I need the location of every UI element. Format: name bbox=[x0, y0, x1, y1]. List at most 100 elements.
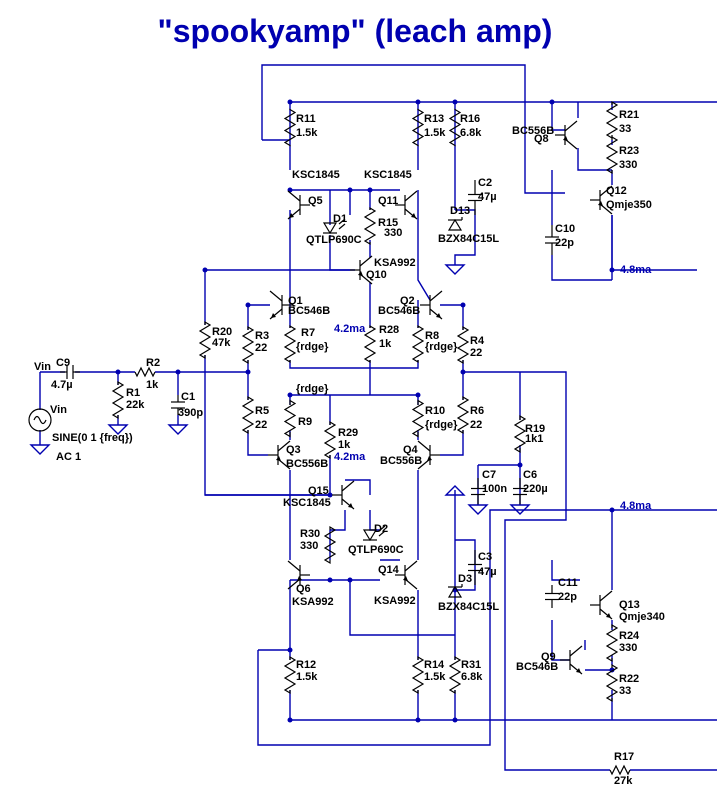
label-R8-value: {rdge} bbox=[425, 341, 458, 353]
resistor-R28 bbox=[363, 324, 377, 364]
resistor-R16 bbox=[448, 108, 462, 147]
label-Q10-name: Q10 bbox=[366, 269, 387, 281]
label-R14-name: R14 bbox=[424, 659, 445, 671]
resistor-R4 bbox=[456, 325, 470, 365]
label-R4-name: R4 bbox=[470, 335, 485, 347]
wire bbox=[454, 209, 476, 265]
net-label-vin: Vin bbox=[34, 361, 51, 373]
label-R12-name: R12 bbox=[296, 659, 316, 671]
resistor-R9 bbox=[283, 399, 297, 438]
label-Q2-value: BC546B bbox=[378, 305, 420, 317]
label-C7-name: C7 bbox=[482, 469, 496, 481]
transistor-Q6 bbox=[287, 560, 310, 590]
label-C7-value: 100n bbox=[482, 483, 507, 495]
label-R16-name: R16 bbox=[460, 113, 480, 125]
label-R7-name: R7 bbox=[301, 327, 315, 339]
transistor-Q12 bbox=[590, 185, 613, 215]
junction-dot bbox=[287, 99, 293, 105]
capacitor-C11 bbox=[545, 585, 559, 608]
label-R3-name: R3 bbox=[255, 330, 269, 342]
junction-dot bbox=[115, 369, 121, 375]
voltage-source-Vin bbox=[28, 408, 52, 432]
label-R28-value: 1k bbox=[379, 338, 392, 350]
label-C11-value: 22p bbox=[558, 591, 577, 603]
ground-symbol bbox=[444, 264, 466, 275]
ground-symbol bbox=[509, 504, 531, 515]
supply-arrow bbox=[444, 485, 466, 496]
wire bbox=[247, 430, 268, 456]
junction-dot bbox=[452, 99, 458, 105]
resistor-R31 bbox=[448, 655, 462, 695]
label-R6-value: 22 bbox=[470, 419, 482, 431]
label-Q9-value: BC546B bbox=[516, 661, 558, 673]
label-R29-value: 1k bbox=[338, 439, 351, 451]
current-annotation: 4.8ma bbox=[620, 500, 652, 512]
label-Q3-value: BC556B bbox=[286, 458, 328, 470]
transistor-Q3 bbox=[268, 440, 291, 470]
resistor-R11 bbox=[283, 108, 297, 147]
wire bbox=[345, 479, 371, 495]
label-R19-name: R19 bbox=[525, 423, 545, 435]
label-R20-value: 47k bbox=[212, 337, 231, 349]
resistor-R12 bbox=[283, 655, 297, 695]
label-R8-name: R8 bbox=[425, 330, 439, 342]
junction-dot bbox=[609, 267, 615, 273]
label-R17-value: 27k bbox=[614, 775, 633, 787]
resistor-R21 bbox=[605, 100, 619, 140]
label-R31-name: R31 bbox=[461, 659, 481, 671]
resistor-R29 bbox=[323, 420, 337, 460]
label-R15-value: 330 bbox=[384, 227, 402, 239]
label-Q11-value: KSC1845 bbox=[364, 169, 412, 181]
label-D3-name: D3 bbox=[458, 573, 472, 585]
label-R13-name: R13 bbox=[424, 113, 444, 125]
label-R21-value: 33 bbox=[619, 123, 631, 135]
junction-dot bbox=[609, 507, 615, 513]
label-R12-value: 1.5k bbox=[296, 671, 318, 683]
junction-dot bbox=[202, 267, 208, 273]
label-R17-name: R17 bbox=[614, 751, 634, 763]
resistor-R20 bbox=[198, 320, 212, 360]
resistor-R13 bbox=[411, 108, 425, 147]
junction-dot bbox=[327, 492, 333, 498]
label-Q5-name: Q5 bbox=[308, 195, 323, 207]
wire bbox=[417, 190, 431, 301]
label-Q12-name: Q12 bbox=[606, 185, 627, 197]
transistor-Q2 bbox=[420, 290, 443, 320]
junction-dot bbox=[347, 577, 353, 583]
label-Q4-value: BC556B bbox=[380, 455, 422, 467]
label-R14-value: 1.5k bbox=[424, 671, 446, 683]
resistor-R23 bbox=[605, 135, 619, 175]
label-R6-name: R6 bbox=[470, 405, 484, 417]
resistor-R14 bbox=[411, 655, 425, 695]
label-R23-name: R23 bbox=[619, 145, 639, 157]
wire bbox=[611, 215, 697, 271]
resistor-R5 bbox=[241, 395, 255, 435]
label-Q6-value: KSA992 bbox=[292, 596, 334, 608]
junction-dot bbox=[415, 392, 421, 398]
wire bbox=[463, 371, 610, 771]
label-C9-value: 4.7µ bbox=[51, 379, 73, 391]
label-C3-value: 47µ bbox=[478, 566, 497, 578]
wire bbox=[551, 560, 580, 581]
label-C9-name: C9 bbox=[56, 357, 70, 369]
transistor-Q9 bbox=[560, 645, 583, 675]
junction-dot bbox=[347, 187, 353, 193]
junction-dot bbox=[327, 577, 333, 583]
wire bbox=[289, 360, 419, 369]
junction-dot bbox=[460, 302, 466, 308]
label-C3-name: C3 bbox=[478, 551, 492, 563]
junction-dot bbox=[517, 462, 523, 468]
transistor-Q5 bbox=[287, 190, 310, 220]
label-R28-name: R28 bbox=[379, 324, 399, 336]
label-D3-value: BZX84C15L bbox=[438, 601, 499, 613]
label-R7-value: {rdge} bbox=[296, 341, 329, 353]
label-R11-value: 1.5k bbox=[296, 127, 318, 139]
label-C1-name: C1 bbox=[181, 391, 195, 403]
wire bbox=[290, 394, 419, 405]
resistor-R2 bbox=[134, 366, 156, 378]
label-Q6-name: Q6 bbox=[296, 583, 311, 595]
label-R2-value: 1k bbox=[146, 379, 159, 391]
label-R19-value: 1k1 bbox=[525, 433, 543, 445]
led-D2 bbox=[362, 525, 386, 542]
capacitor-C9 bbox=[60, 365, 80, 379]
